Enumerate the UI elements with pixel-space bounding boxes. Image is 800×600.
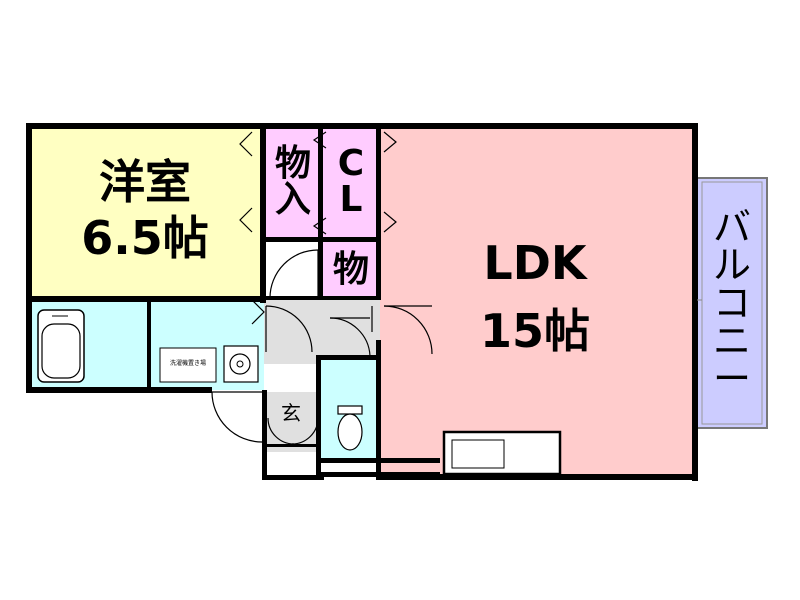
western-room-fill	[30, 127, 264, 297]
balcony-char-2: ル	[712, 243, 751, 287]
balcony-char-1: バ	[712, 205, 751, 249]
balcony-label: バ ル コ ニ ー	[702, 184, 762, 422]
ldk-name: LDK	[483, 236, 587, 290]
washer-label: 洗濯機置き場	[169, 360, 206, 367]
storage-2-fill	[322, 241, 380, 297]
balcony-char-5: ー	[712, 357, 751, 401]
hall-fill	[264, 300, 380, 364]
balcony-char-4: ニ	[712, 319, 751, 363]
storage-2-label: 物	[332, 249, 369, 290]
western-room-name: 洋室	[99, 155, 191, 209]
walls	[26, 123, 698, 481]
entrance-label: 玄	[281, 401, 301, 425]
entrance-fill	[264, 392, 320, 452]
ldk-size: 15帖	[479, 304, 590, 358]
door-swings	[211, 249, 433, 445]
washer-space	[159, 347, 217, 383]
kitchen-counter	[442, 430, 562, 476]
balcony-char-3: コ	[712, 281, 751, 325]
toilet	[337, 405, 363, 451]
sliding-door-marks	[239, 131, 397, 325]
closet-char-1: C	[337, 143, 365, 184]
storage-1-label: 物 入	[266, 134, 320, 230]
storage-1-char-1: 物	[274, 143, 311, 184]
closet-char-2: L	[339, 179, 363, 220]
closet-label: C L	[324, 134, 378, 230]
balcony-fill	[696, 177, 768, 429]
storage-1-fill	[264, 127, 322, 239]
bathtub	[37, 309, 85, 383]
washbasin	[223, 345, 259, 383]
balcony-inner-border	[701, 181, 763, 425]
ldk-fill	[380, 127, 693, 477]
western-room-size: 6.5帖	[81, 211, 209, 265]
windows	[29, 190, 697, 410]
storage-1-char-2: 入	[274, 179, 311, 220]
closet-fill	[322, 127, 380, 239]
